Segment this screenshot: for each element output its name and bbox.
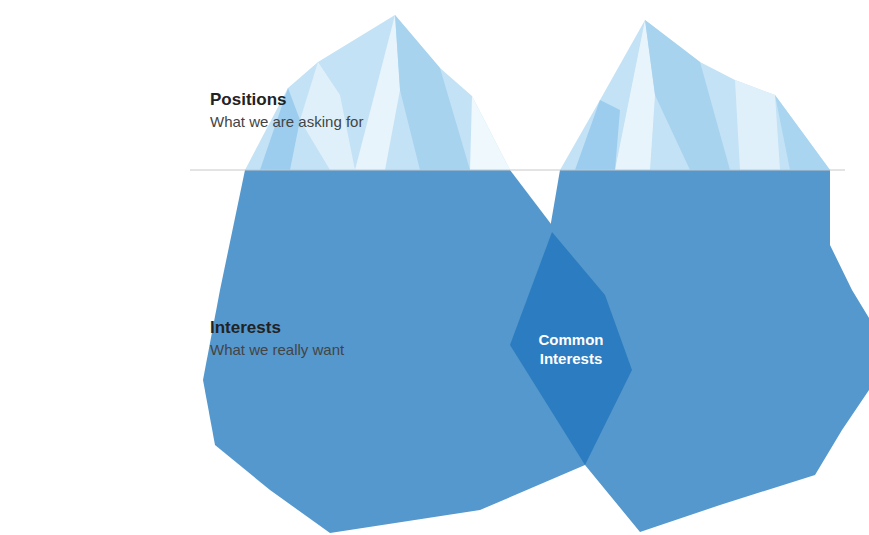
ice-facet bbox=[735, 80, 780, 170]
overlap-polygon bbox=[510, 232, 632, 465]
common-interests-region: Common Interests bbox=[510, 232, 632, 465]
subtitle-label: What we are asking for bbox=[210, 113, 363, 130]
waterline bbox=[190, 170, 845, 171]
heading-label: Positions bbox=[210, 90, 287, 110]
right-iceberg-underwater bbox=[510, 170, 869, 532]
right-iceberg-peak bbox=[560, 20, 830, 170]
ice-facet bbox=[575, 100, 620, 170]
ice-facet bbox=[775, 95, 830, 170]
ice-facet bbox=[645, 20, 730, 170]
overlap-shape bbox=[510, 232, 632, 465]
subtitle-label: What we really want bbox=[210, 341, 344, 358]
ice-facet bbox=[470, 96, 510, 170]
heading-label: Interests bbox=[210, 318, 281, 338]
region-label: Common Interests bbox=[526, 330, 616, 368]
ice-facet bbox=[395, 15, 470, 170]
ice-facet bbox=[355, 15, 400, 170]
